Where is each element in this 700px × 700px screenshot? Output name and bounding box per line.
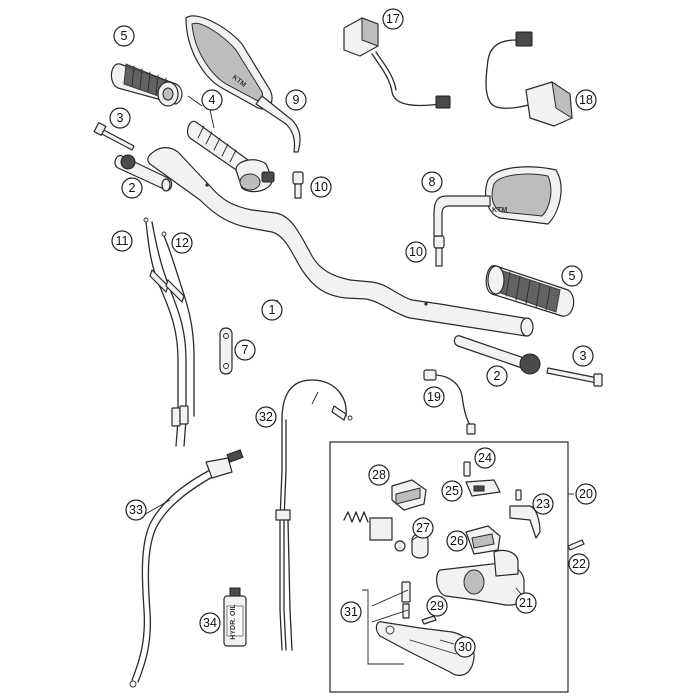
callout-p26: 26 [446,530,468,552]
bolt-left [93,122,135,151]
svg-text:3: 3 [117,111,124,125]
svg-text:31: 31 [344,605,358,619]
left-grip [110,63,183,107]
svg-text:8: 8 [429,175,436,189]
svg-text:34: 34 [203,616,217,630]
svg-text:10: 10 [409,245,423,259]
callout-p34: 34 [199,612,221,634]
mirror-right: KTM [433,166,562,237]
handlebar [147,147,534,337]
svg-text:20: 20 [579,487,593,501]
callout-p23: 23 [532,493,554,515]
svg-text:19: 19 [427,390,441,404]
callout-p3a: 3 [109,107,131,129]
callout-p5b: 5 [561,265,583,287]
callout-p9: 9 [285,89,307,111]
mirror-left: KTM [185,15,301,153]
mirror-right-logo: KTM [492,207,507,214]
svg-text:28: 28 [372,468,386,482]
callout-p8: 8 [421,171,443,193]
svg-text:29: 29 [430,599,444,613]
callout-p30: 30 [454,636,476,658]
callout-p10a: 10 [310,176,332,198]
callout-p5a: 5 [113,25,135,47]
svg-text:2: 2 [129,181,136,195]
svg-text:4: 4 [209,93,216,107]
callout-p12: 12 [171,232,193,254]
callout-p27: 27 [412,517,434,539]
right-grip [485,265,575,317]
callout-p32: 32 [255,406,277,428]
svg-text:30: 30 [458,640,472,654]
svg-text:2: 2 [494,369,501,383]
svg-text:18: 18 [579,93,593,107]
callout-p25: 25 [441,480,463,502]
svg-text:5: 5 [121,29,128,43]
callout-p28: 28 [368,464,390,486]
throttle-tube-right [453,335,541,375]
callout-p2b: 2 [486,365,508,387]
throttle-cables [143,217,195,447]
throttle-tube-left [114,154,173,192]
clutch-assembly-box [329,441,574,693]
svg-text:26: 26 [450,534,464,548]
callout-p31: 31 [340,601,362,623]
callout-p20: 20 [575,483,597,505]
switch-left [343,17,451,109]
svg-text:22: 22 [572,557,586,571]
choke-cable [129,449,244,688]
callout-p21: 21 [515,592,537,614]
svg-text:32: 32 [259,410,273,424]
callout-p18: 18 [575,89,597,111]
callout-p33: 33 [125,499,147,521]
svg-text:33: 33 [129,503,143,517]
callout-p11: 11 [111,230,133,252]
hydraulic-oil-bottle: HYDR. OIL [223,587,247,647]
svg-text:23: 23 [536,497,550,511]
clutch-assembly-parts [343,461,585,676]
callout-p1: 1 [261,299,283,321]
svg-text:5: 5 [569,269,576,283]
callout-p17: 17 [382,8,404,30]
cable-guide [219,327,233,375]
sensor-cable [423,369,476,435]
callout-p22: 22 [568,553,590,575]
callout-p10b: 10 [405,241,427,263]
svg-text:10: 10 [314,180,328,194]
oil-bottle-label: HYDR. OIL [230,604,237,640]
svg-text:12: 12 [175,236,189,250]
callout-p24: 24 [474,447,496,469]
svg-text:1: 1 [269,303,276,317]
bolt-right [546,367,603,387]
svg-text:11: 11 [116,234,129,248]
svg-text:7: 7 [242,343,249,357]
callout-p29: 29 [426,595,448,617]
svg-text:24: 24 [478,451,492,465]
callout-p19: 19 [423,386,445,408]
callout-p3b: 3 [572,345,594,367]
mirror-adapter-top [292,171,304,199]
clutch-cable [275,379,353,651]
mirror-adapter-right [433,235,445,267]
callout-p2a: 2 [121,177,143,199]
svg-text:9: 9 [293,93,300,107]
svg-text:21: 21 [519,596,533,610]
callout-p4: 4 [201,89,223,111]
svg-text:17: 17 [386,12,400,26]
svg-text:27: 27 [416,521,430,535]
svg-text:25: 25 [445,484,459,498]
svg-text:3: 3 [580,349,587,363]
switch-right [485,31,573,127]
callout-p7: 7 [234,339,256,361]
throttle-grip [186,120,275,193]
